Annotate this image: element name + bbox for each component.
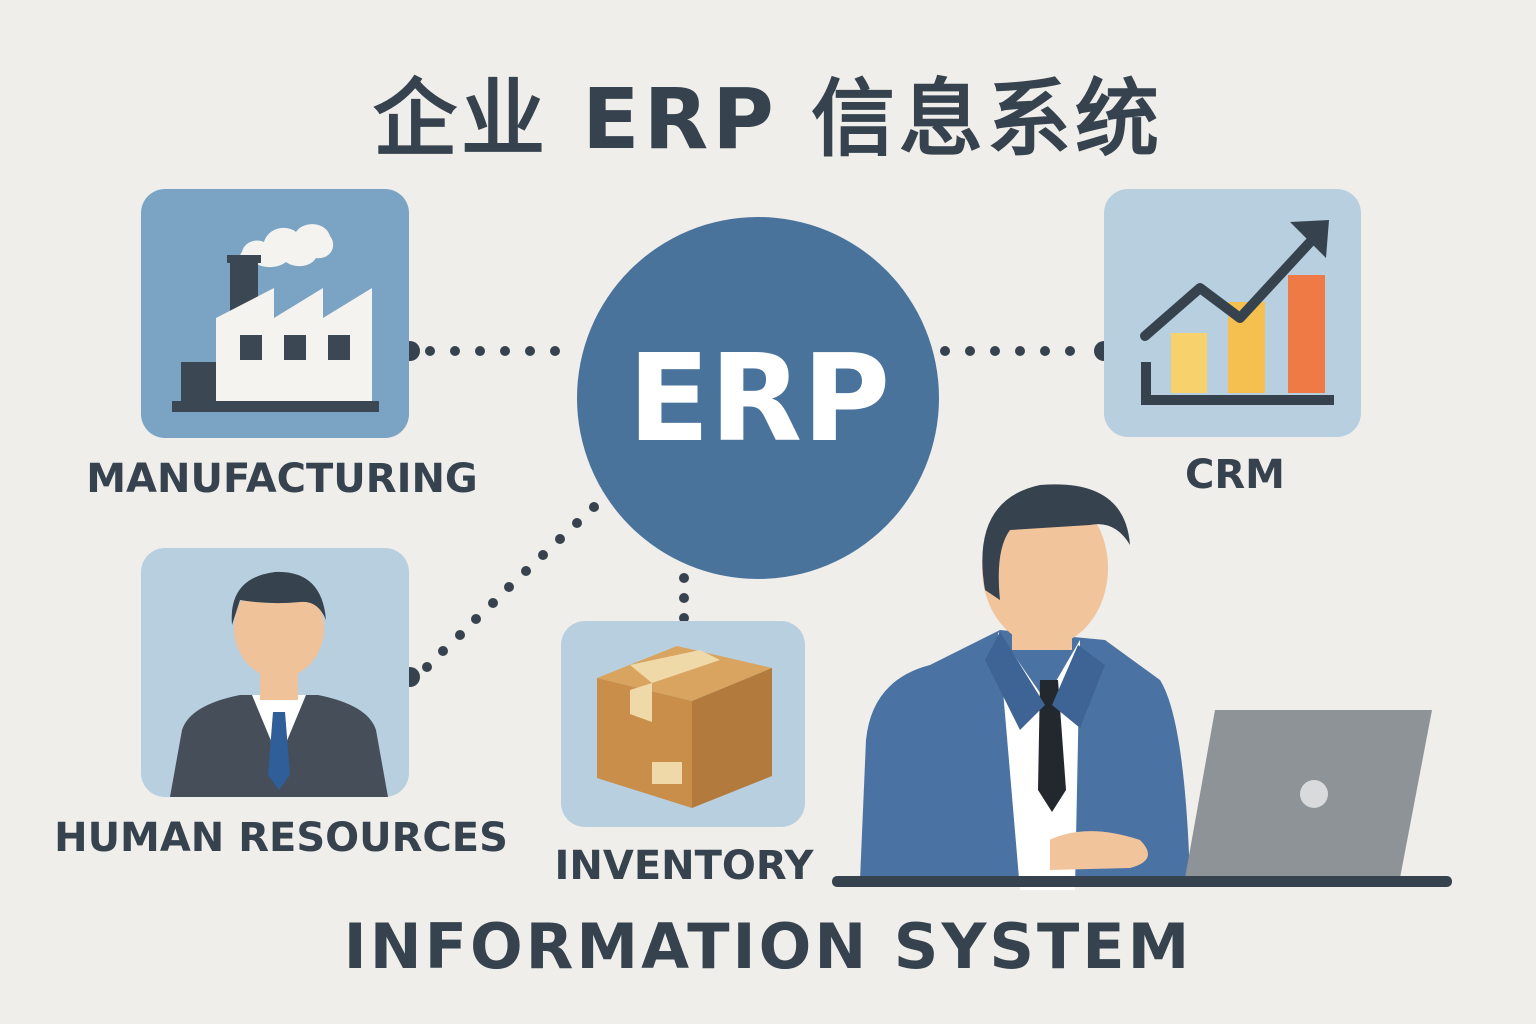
businessman-icon xyxy=(170,571,388,797)
factory-icon xyxy=(172,224,379,412)
inventory-label: INVENTORY xyxy=(554,843,814,889)
hr-tile xyxy=(141,548,409,797)
inventory-tile xyxy=(561,621,805,827)
erp-hub-circle xyxy=(577,217,939,579)
connector-manufacturing xyxy=(400,341,560,361)
box-icon xyxy=(597,646,772,808)
crm-label: CRM xyxy=(1185,452,1285,498)
human-resources-label: HUMAN RESOURCES xyxy=(54,815,508,861)
connector-crm xyxy=(940,341,1114,361)
subtitle: INFORMATION SYSTEM xyxy=(343,910,1193,983)
growth-chart-icon xyxy=(1140,220,1334,405)
manufacturing-label: MANUFACTURING xyxy=(86,456,478,502)
manufacturing-tile xyxy=(141,189,409,438)
page-title: 企业 ERP 信息系统 xyxy=(372,70,1164,168)
desk xyxy=(832,876,1452,887)
connector-inventory xyxy=(679,573,689,623)
crm-tile xyxy=(1104,189,1361,437)
business-person-illustration xyxy=(860,484,1190,890)
erp-hub-label: ERP xyxy=(627,330,891,469)
laptop-icon xyxy=(1185,710,1432,878)
